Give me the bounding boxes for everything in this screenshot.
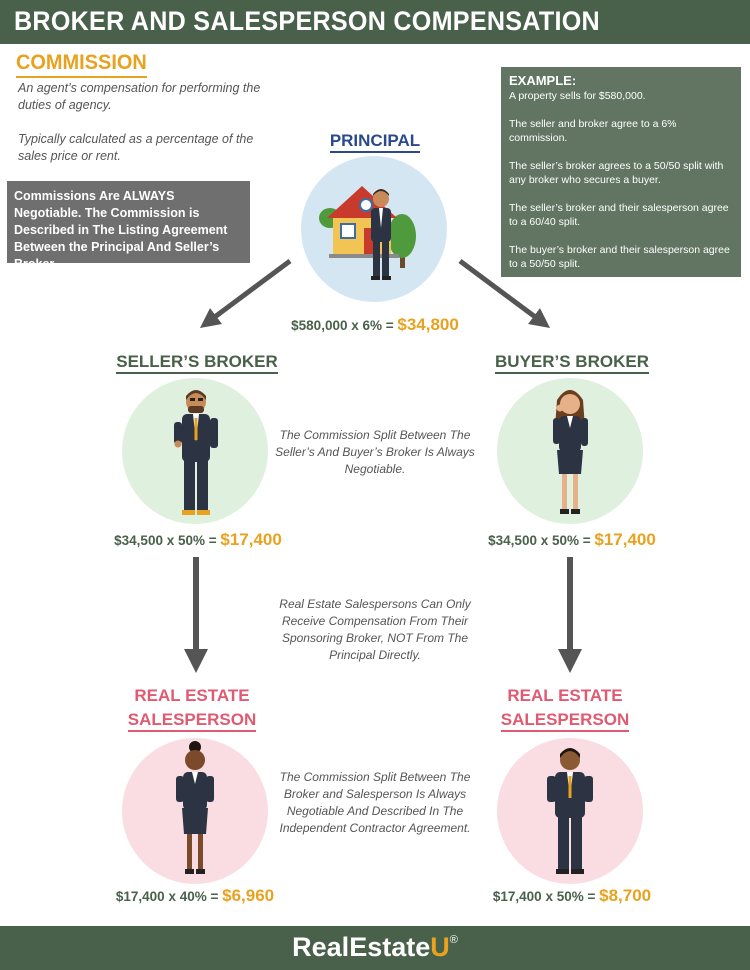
page-title: BROKER AND SALESPERSON COMPENSATION bbox=[14, 6, 600, 36]
sellers-broker-label: SELLER’S BROKER bbox=[97, 352, 297, 374]
buyers-broker-result: $17,400 bbox=[594, 530, 656, 549]
contractor-agreement-note: The Commission Split Between The Broker … bbox=[279, 770, 471, 835]
left-salesperson-label: REAL ESTATE SALESPERSON bbox=[92, 684, 292, 732]
example-line: The seller and broker agree to a 6% comm… bbox=[509, 118, 677, 144]
commission-description: An agent’s compensation for performing t… bbox=[18, 80, 263, 182]
example-line: A property sells for $580,000. bbox=[509, 90, 646, 102]
buyers-broker-label: BUYER’S BROKER bbox=[472, 352, 672, 374]
sellers-broker-result: $17,400 bbox=[220, 530, 282, 549]
principal-label: PRINCIPAL bbox=[0, 131, 750, 153]
footer-bar: RealEstateU® bbox=[0, 926, 750, 970]
example-line: The buyer’s broker and their salesperson… bbox=[509, 244, 730, 270]
principal-commission-result: $34,800 bbox=[397, 315, 459, 334]
header-bar: BROKER AND SALESPERSON COMPENSATION bbox=[0, 0, 750, 44]
sellers-broker-figure-icon bbox=[174, 390, 218, 515]
left-salesperson-result: $6,960 bbox=[222, 886, 275, 905]
commission-definition: An agent’s compensation for performing t… bbox=[18, 81, 261, 112]
house-owner-icon bbox=[319, 186, 416, 280]
buyers-broker-calculation: $34,500 x 50% = $17,400 bbox=[488, 530, 656, 549]
commission-heading: COMMISSION bbox=[16, 51, 147, 78]
realestateu-logo[interactable]: RealEstateU® bbox=[292, 932, 458, 962]
left-salesperson-calculation: $17,400 x 40% = $6,960 bbox=[115, 886, 275, 905]
salesperson-compensation-note: Real Estate Salespersons Can Only Receiv… bbox=[279, 597, 471, 662]
right-salesperson-figure-icon bbox=[547, 748, 593, 874]
arrow-principal-to-buyers-broker bbox=[458, 258, 551, 328]
sellers-broker-calculation: $34,500 x 50% = $17,400 bbox=[114, 530, 282, 549]
right-salesperson-calculation: $17,400 x 50% = $8,700 bbox=[492, 886, 652, 905]
principal-calculation: $580,000 x 6% = $34,800 bbox=[291, 315, 459, 334]
example-box: EXAMPLE: A property sells for $580,000. … bbox=[501, 67, 741, 277]
left-salesperson-figure-icon bbox=[176, 741, 214, 874]
right-salesperson-label: REAL ESTATE SALESPERSON bbox=[465, 684, 665, 732]
broker-split-note: The Commission Split Between The Seller’… bbox=[275, 428, 475, 476]
arrow-principal-to-sellers-broker bbox=[199, 258, 292, 328]
example-line: The seller’s broker and their salesperso… bbox=[509, 202, 729, 228]
commission-calculation: Typically calculated as a percentage of … bbox=[18, 132, 254, 163]
buyers-broker-figure-icon bbox=[553, 390, 588, 514]
negotiable-note-box: Commissions Are ALWAYS Negotiable. The C… bbox=[7, 181, 250, 271]
example-line: The seller’s broker agrees to a 50/50 sp… bbox=[509, 160, 724, 186]
right-salesperson-result: $8,700 bbox=[599, 886, 652, 905]
example-heading: EXAMPLE: bbox=[509, 73, 577, 88]
